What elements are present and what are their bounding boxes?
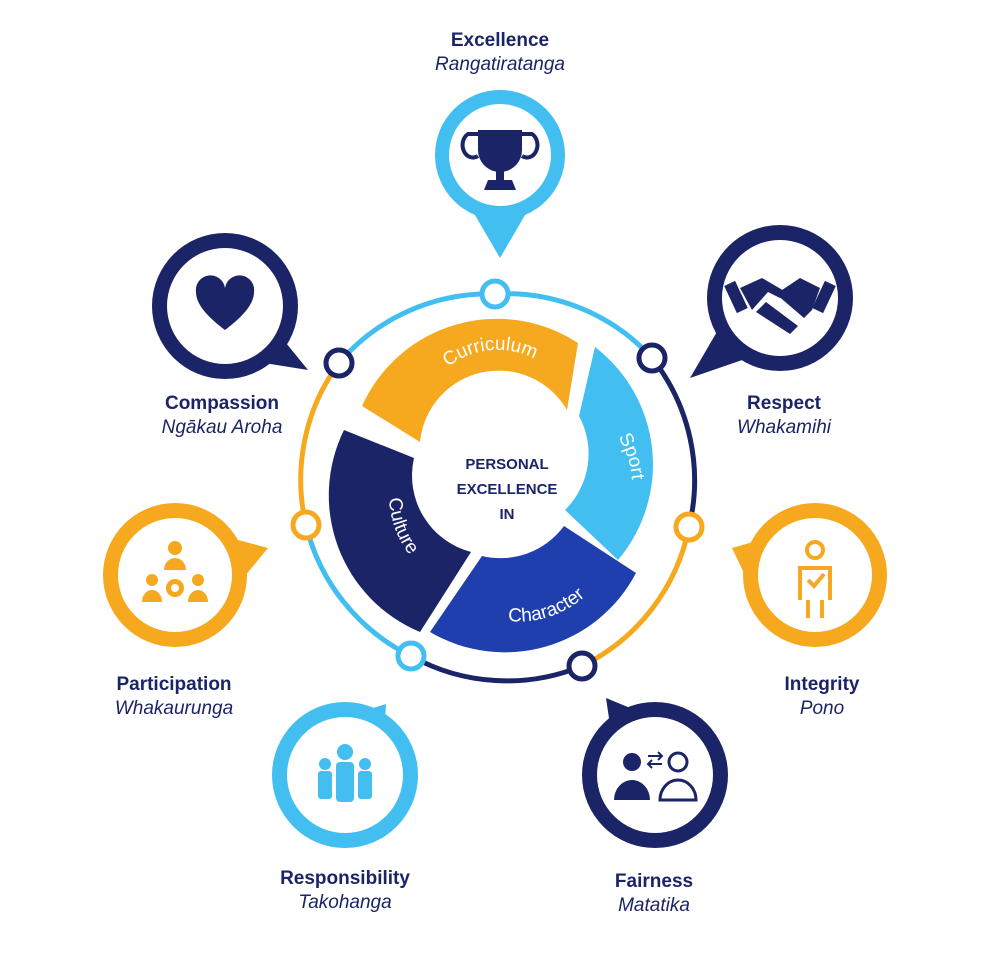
center-label-line1: PERSONAL xyxy=(465,456,549,473)
segment-sport xyxy=(565,347,653,560)
heart-icon xyxy=(195,275,255,330)
outer-ring xyxy=(298,291,698,684)
ring-node-fairness xyxy=(566,650,598,682)
team-gear-icon xyxy=(142,541,208,602)
bubble-respect xyxy=(690,225,853,378)
group-icon xyxy=(318,744,372,802)
ring-node-respect xyxy=(636,342,668,374)
ring-node-participation xyxy=(290,509,322,541)
value-maori-integrity: Pono xyxy=(799,698,845,719)
value-title-respect: Respect xyxy=(747,393,821,414)
value-maori-respect: Whakamihi xyxy=(737,417,831,438)
value-title-fairness: Fairness xyxy=(614,871,694,892)
bubble-participation xyxy=(103,503,268,647)
ring-node-integrity xyxy=(673,511,705,543)
center-label-line2: EXCELLENCE xyxy=(456,481,558,498)
value-title-excellence: Excellence xyxy=(450,30,550,51)
person-check-icon xyxy=(798,540,832,618)
segment-character xyxy=(430,526,636,653)
segment-culture xyxy=(328,430,471,632)
value-title-integrity: Integrity xyxy=(784,674,860,695)
ring-node-compassion xyxy=(323,347,355,379)
trophy-icon xyxy=(460,130,540,190)
inner-donut xyxy=(328,318,653,653)
value-maori-compassion: Ngākau Aroha xyxy=(161,417,283,438)
value-title-responsibility: Responsibility xyxy=(280,868,410,889)
bubble-responsibility xyxy=(272,702,418,848)
value-maori-responsibility: Takohanga xyxy=(298,892,392,913)
value-title-participation: Participation xyxy=(116,674,232,695)
people-exchange-icon xyxy=(614,751,698,802)
handshake-icon xyxy=(724,278,836,334)
ring-nodes xyxy=(290,278,705,682)
bubble-compassion xyxy=(152,233,308,379)
value-maori-fairness: Matatika xyxy=(618,895,690,916)
ring-node-responsibility xyxy=(395,640,427,672)
bubble-fairness xyxy=(582,698,728,848)
ring-node-excellence xyxy=(479,278,511,310)
bubble-integrity xyxy=(732,503,887,647)
value-title-compassion: Compassion xyxy=(164,393,280,414)
bubble-excellence xyxy=(435,90,565,258)
value-maori-excellence: Rangatiratanga xyxy=(435,54,565,75)
value-maori-participation: Whakaurunga xyxy=(114,698,234,719)
center-label-line3: IN xyxy=(499,506,515,523)
segment-curriculum xyxy=(362,318,578,442)
